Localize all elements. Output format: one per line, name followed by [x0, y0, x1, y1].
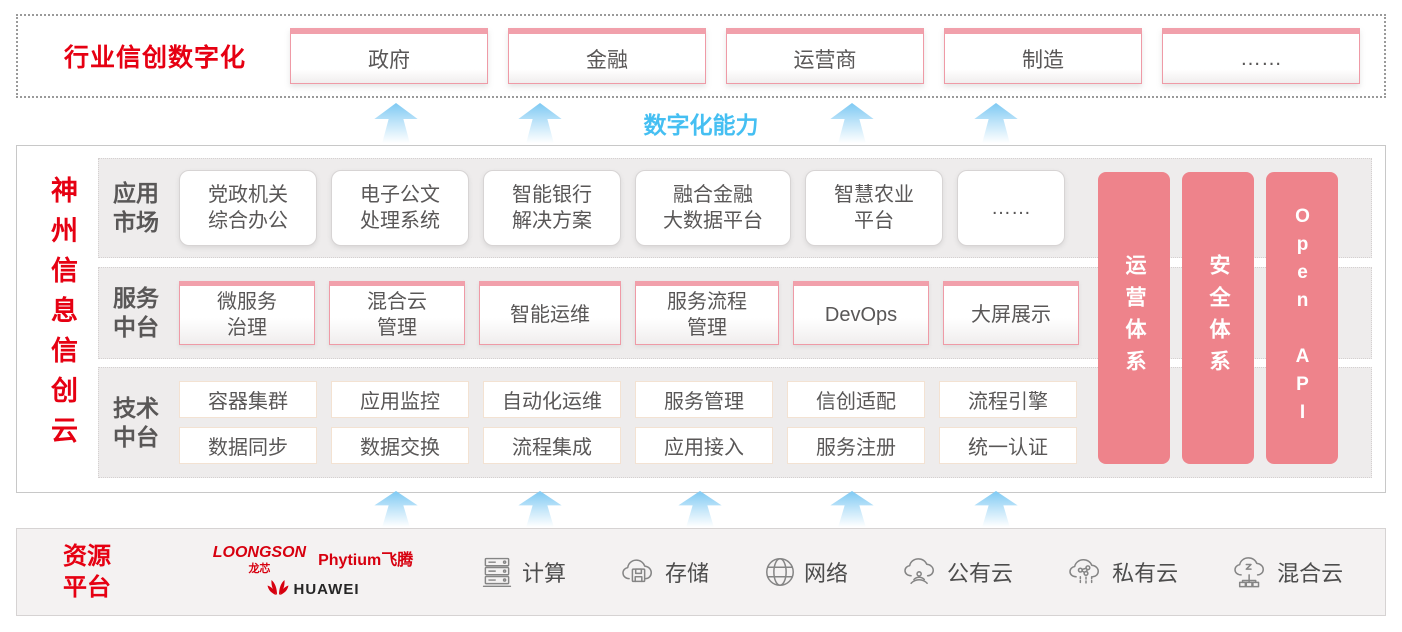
app-box-smart-banking: 智能银行 解决方案 [483, 170, 621, 246]
tech-box-process-integration: 流程集成 [483, 427, 621, 464]
up-arrow-icon [830, 103, 874, 143]
resource-item-private-cloud: 私有云 [1067, 556, 1178, 588]
app-box-more: …… [957, 170, 1065, 246]
tech-box-service-mgmt: 服务管理 [635, 381, 773, 418]
tech-items-line-1: 容器集群 应用监控 自动化运维 服务管理 信创适配 流程引擎 [179, 381, 1077, 418]
svc-box-microservice-governance: 微服务 治理 [179, 281, 315, 345]
tech-items-line-2: 数据同步 数据交换 流程集成 应用接入 服务注册 统一认证 [179, 427, 1077, 464]
capability-label: 数字化能力 [643, 112, 759, 138]
tech-box-unified-auth: 统一认证 [939, 427, 1077, 464]
industry-box-government: 政府 [290, 28, 489, 84]
tech-box-container-cluster: 容器集群 [179, 381, 317, 418]
resource-item-compute: 计算 [479, 555, 566, 589]
tech-box-service-registry: 服务注册 [787, 427, 925, 464]
vendor-logos-line-1: LOONGSON 龙芯 Phytium飞腾 [213, 544, 413, 576]
app-market-row: 应用 市场 党政机关 综合办公 电子公文 处理系统 智能银行 解决方案 融合金融… [98, 158, 1372, 258]
tech-box-app-access: 应用接入 [635, 427, 773, 464]
server-icon [479, 555, 515, 589]
up-arrow-icon [678, 491, 722, 527]
industry-box-finance: 金融 [508, 28, 707, 84]
vendor-logos: LOONGSON 龙芯 Phytium飞腾 HUAWEI [205, 544, 421, 601]
svc-box-service-process-mgmt: 服务流程 管理 [635, 281, 779, 345]
up-arrow-icon [374, 103, 418, 143]
app-box-finance-bigdata: 融合金融 大数据平台 [635, 170, 791, 246]
resource-panel-title: 资源 平台 [63, 542, 111, 601]
resource-item-label: 计算 [522, 561, 567, 586]
up-arrow-icon [518, 103, 562, 143]
resource-item-hybrid-cloud: 混合云 [1232, 556, 1343, 588]
huawei-logo-text: HUAWEI [293, 581, 360, 598]
tech-box-data-sync: 数据同步 [179, 427, 317, 464]
tech-box-xinchuang-adaptation: 信创适配 [787, 381, 925, 418]
pillar-open-api: Open API [1266, 172, 1338, 464]
tech-middle-platform-row: 技术 中台 容器集群 应用监控 自动化运维 服务管理 信创适配 流程引擎 数据同… [98, 367, 1372, 478]
public-cloud-icon [902, 556, 940, 588]
hybrid-cloud-icon [1232, 556, 1270, 588]
resource-item-network: 网络 [763, 555, 848, 589]
app-box-party-gov-office: 党政机关 综合办公 [179, 170, 317, 246]
svc-box-intelligent-ops: 智能运维 [479, 281, 621, 345]
huawei-logo: HUAWEI [267, 579, 360, 601]
industry-box-row: 政府 金融 运营商 制造 …… [290, 28, 1361, 84]
private-cloud-icon [1067, 556, 1105, 588]
app-market-items: 党政机关 综合办公 电子公文 处理系统 智能银行 解决方案 融合金融 大数据平台… [179, 170, 1065, 246]
resource-item-label: 混合云 [1277, 561, 1344, 586]
tech-row-label: 技术 中台 [113, 394, 159, 450]
service-row-label: 服务 中台 [113, 285, 159, 340]
svc-box-devops: DevOps [793, 281, 929, 345]
app-box-edoc-system: 电子公文 处理系统 [331, 170, 469, 246]
resource-item-public-cloud: 公有云 [902, 556, 1013, 588]
tech-box-automated-ops: 自动化运维 [483, 381, 621, 418]
resource-item-storage: 存储 [620, 556, 709, 588]
tech-box-app-monitoring: 应用监控 [331, 381, 469, 418]
resource-items: 计算 存储 网络 [479, 555, 1343, 589]
industry-box-manufacturing: 制造 [944, 28, 1143, 84]
up-arrow-icon [518, 491, 562, 527]
resource-panel: 资源 平台 LOONGSON 龙芯 Phytium飞腾 HUAWE [16, 528, 1386, 616]
pillar-security-system: 安全体系 [1182, 172, 1254, 464]
app-box-smart-agriculture: 智慧农业 平台 [805, 170, 943, 246]
service-middle-platform-row: 服务 中台 微服务 治理 混合云 管理 智能运维 服务流程 管理 DevOps … [98, 267, 1372, 359]
loongson-logo: LOONGSON 龙芯 [213, 544, 306, 576]
up-arrow-icon [830, 491, 874, 527]
svc-box-hybrid-cloud-mgmt: 混合云 管理 [329, 281, 465, 345]
network-globe-icon [763, 555, 797, 589]
loongson-logo-text: LOONGSON [212, 543, 307, 561]
up-arrow-icon [974, 103, 1018, 143]
pillar-operation-system: 运营体系 [1098, 172, 1170, 464]
service-items: 微服务 治理 混合云 管理 智能运维 服务流程 管理 DevOps 大屏展示 [179, 281, 1079, 345]
industry-box-operator: 运营商 [726, 28, 925, 84]
tech-box-process-engine: 流程引擎 [939, 381, 1077, 418]
resource-item-label: 私有云 [1112, 561, 1179, 586]
industry-banner-title: 行业信创数字化 [64, 44, 247, 72]
resource-item-label: 网络 [804, 561, 849, 586]
loongson-logo-cn-text: 龙芯 [248, 562, 271, 575]
resource-item-label: 公有云 [947, 561, 1014, 586]
phytium-logo: Phytium飞腾 [318, 551, 414, 569]
up-arrow-icon [974, 491, 1018, 527]
svc-box-big-screen: 大屏展示 [943, 281, 1079, 345]
up-arrow-icon [374, 491, 418, 527]
app-market-row-label: 应用 市场 [113, 180, 159, 235]
platform-title: 神州信息信创云 [47, 176, 77, 456]
industry-box-more: …… [1162, 28, 1361, 84]
tech-items: 容器集群 应用监控 自动化运维 服务管理 信创适配 流程引擎 数据同步 数据交换… [179, 381, 1077, 464]
resource-item-label: 存储 [665, 561, 710, 586]
industry-banner: 行业信创数字化 政府 金融 运营商 制造 …… [16, 14, 1386, 98]
platform-panel: 神州信息信创云 应用 市场 党政机关 综合办公 电子公文 处理系统 智能银行 解… [16, 145, 1386, 493]
storage-cloud-icon [620, 556, 658, 588]
huawei-flower-icon [267, 579, 289, 601]
tech-box-data-exchange: 数据交换 [331, 427, 469, 464]
